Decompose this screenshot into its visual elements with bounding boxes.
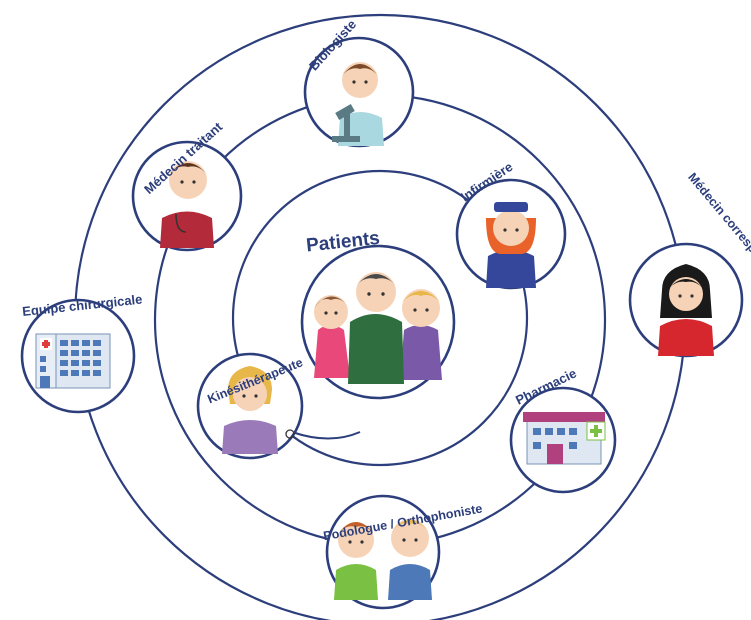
pharmacy-icon: [523, 412, 606, 465]
connector-line: [291, 431, 361, 440]
kinesitherapeute-node: [196, 352, 304, 460]
patient-child-right-icon: [400, 289, 442, 380]
patient-adult-icon: [348, 272, 404, 384]
infirmiere-node: [455, 178, 567, 290]
equipe-chirurgicale-node: [20, 298, 136, 414]
medecin-correspondant-node: [628, 242, 744, 358]
patients-node: [300, 244, 456, 400]
hospital-icon: [35, 333, 111, 389]
podologue-orthophoniste-node: [325, 494, 441, 610]
patient-child-left-icon: [314, 295, 350, 378]
pharmacie-node: [509, 386, 617, 494]
stethoscope-icon: [175, 213, 187, 233]
biologiste-node: [303, 36, 415, 148]
medecin-traitant-node: [131, 140, 243, 252]
inner-ring: [231, 169, 529, 467]
microscope-icon: [332, 104, 360, 142]
